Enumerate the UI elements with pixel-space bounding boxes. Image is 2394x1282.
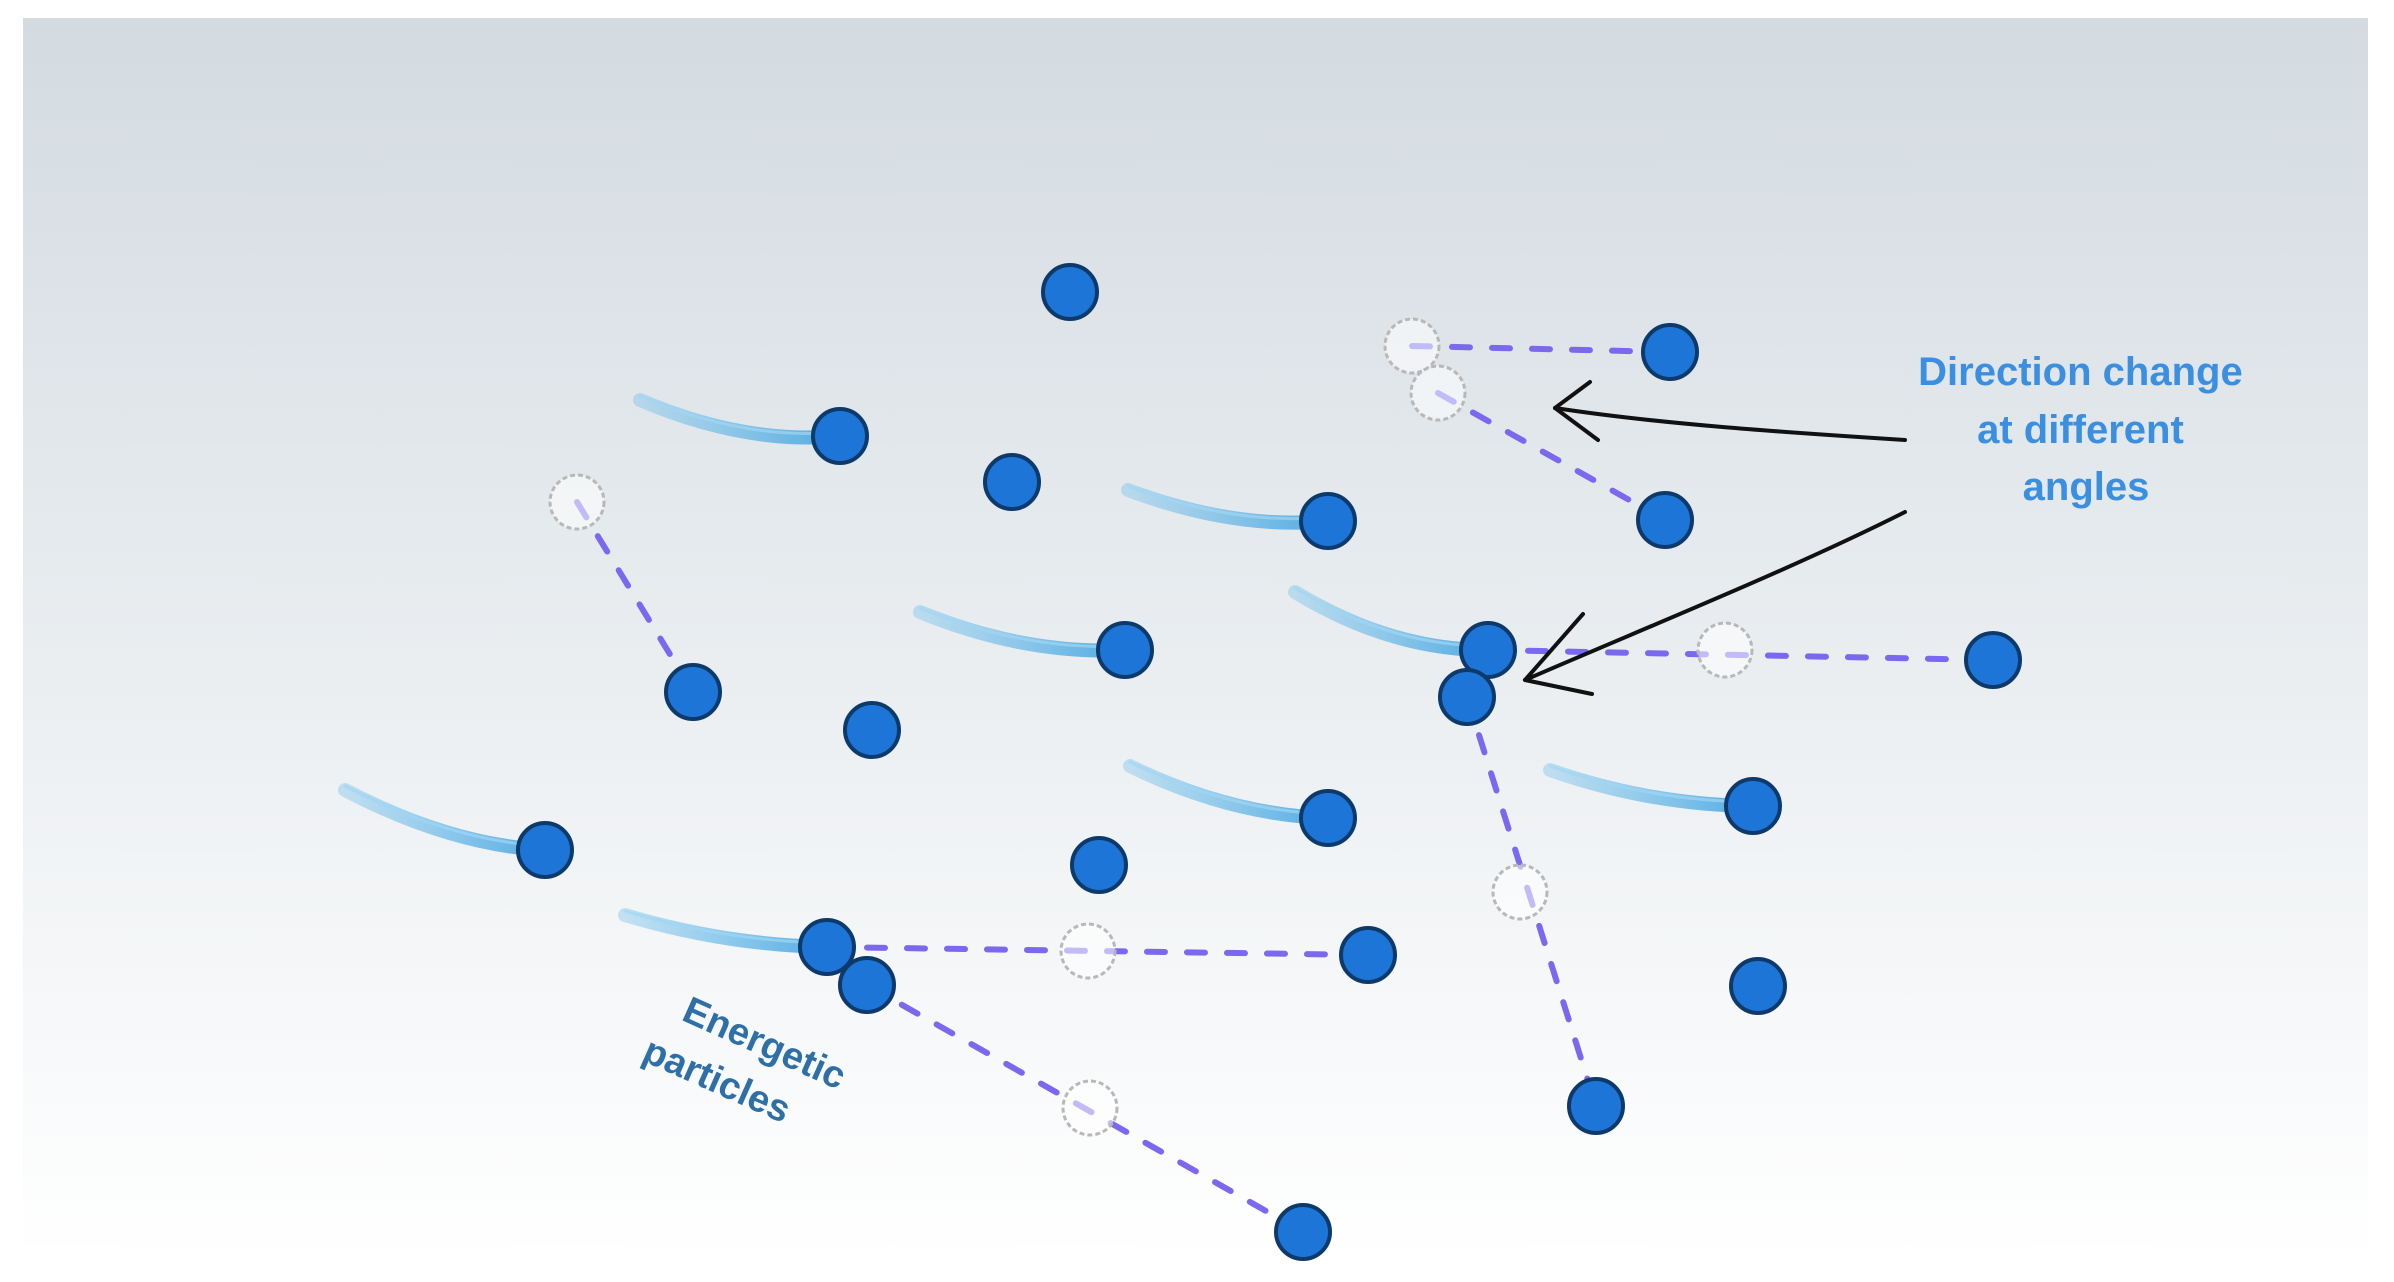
arrow-lower [1523,510,1907,682]
particle-16 [1070,836,1128,894]
direction-change-line-2: at different [1977,408,2184,452]
particle-12 [843,701,901,759]
ghost-particle-2 [1409,364,1467,422]
direction-change-label: Direction change at different angles [1918,350,2254,509]
particle-5 [1299,492,1357,550]
direction-change-line-3: angles [2023,465,2150,509]
particle-11 [664,663,722,721]
particle-6 [1636,491,1694,549]
particle-2 [1641,323,1699,381]
ghost-particles [548,317,1754,1137]
arrow-upper-head [1553,380,1600,442]
particle-19 [838,956,896,1014]
collision-path-6 [824,944,1371,958]
particle-18 [1339,926,1397,984]
direction-arrows [1523,380,1907,696]
particle-13 [1724,777,1782,835]
ghost-particle-1 [1383,317,1441,375]
particle-7 [1096,621,1154,679]
background-panel [23,18,2368,1258]
particle-14 [1299,789,1357,847]
ghost-particle-7 [1061,1079,1119,1137]
particle-20 [1729,957,1787,1015]
ghost-particle-3 [548,473,606,531]
direction-change-line-1: Direction change [1918,350,2243,394]
particle-9 [1964,631,2022,689]
particle-4 [983,453,1041,511]
collision-path-3 [574,499,696,695]
arrow-lower-head [1523,612,1594,696]
particle-15 [516,821,574,879]
collision-path-2 [1435,390,1668,523]
particle-21 [1567,1077,1625,1135]
particle-22 [1274,1203,1332,1261]
particle-3 [811,407,869,465]
particles [516,263,2022,1261]
arrow-upper [1553,406,1907,442]
ghost-particle-6 [1059,922,1117,980]
collision-path-1 [1409,343,1673,355]
ghost-particle-5 [1491,863,1549,921]
particle-1 [1041,263,1099,321]
particle-10 [1438,668,1496,726]
ghost-particle-4 [1696,621,1754,679]
particle-17 [798,918,856,976]
